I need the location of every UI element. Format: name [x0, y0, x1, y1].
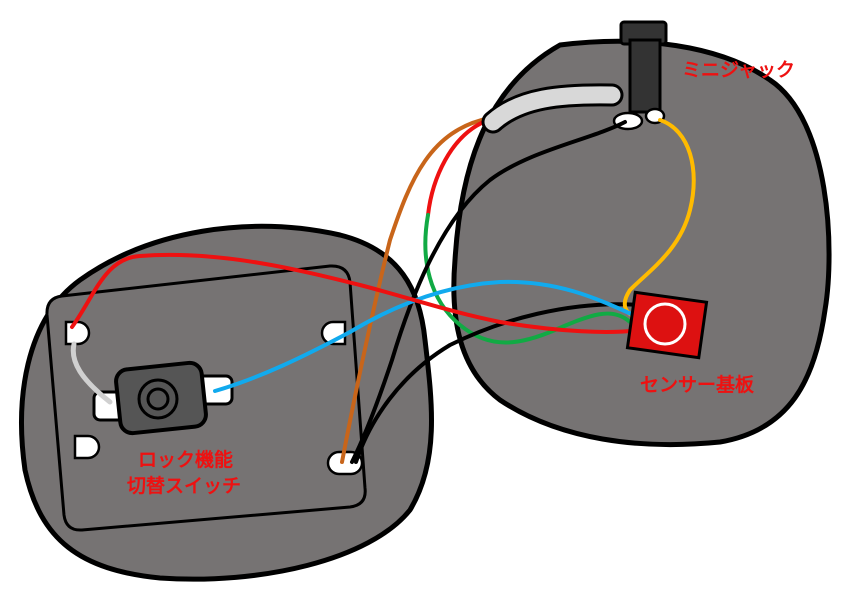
- wire-red-long: [70, 252, 642, 334]
- screw-hole-icon: [73, 434, 101, 460]
- wire-black-sensor: [354, 302, 642, 464]
- wire-black-jack: [350, 120, 627, 464]
- label-sensor-board: センサー基板: [640, 373, 755, 396]
- sensor-element: [643, 302, 687, 346]
- wires: [70, 116, 696, 464]
- wire-yellow: [622, 118, 696, 320]
- wire-red-short: [426, 118, 490, 217]
- label-lock-switch-line1: ロック機能: [138, 448, 233, 471]
- wire-green: [423, 213, 632, 345]
- wire-white: [70, 341, 113, 405]
- label-mini-jack: ミニジャック: [682, 59, 795, 81]
- mini-jack-icon: [628, 38, 662, 114]
- right-housing: [451, 38, 832, 448]
- label-lock-switch-line2: 切替スイッチ: [127, 474, 241, 497]
- wire-orange: [340, 116, 492, 464]
- screw-hole-icon: [64, 320, 91, 346]
- toggle-knob-inner: [146, 387, 170, 411]
- cable-sheath-fill: [484, 86, 621, 131]
- wire-blue: [213, 279, 642, 393]
